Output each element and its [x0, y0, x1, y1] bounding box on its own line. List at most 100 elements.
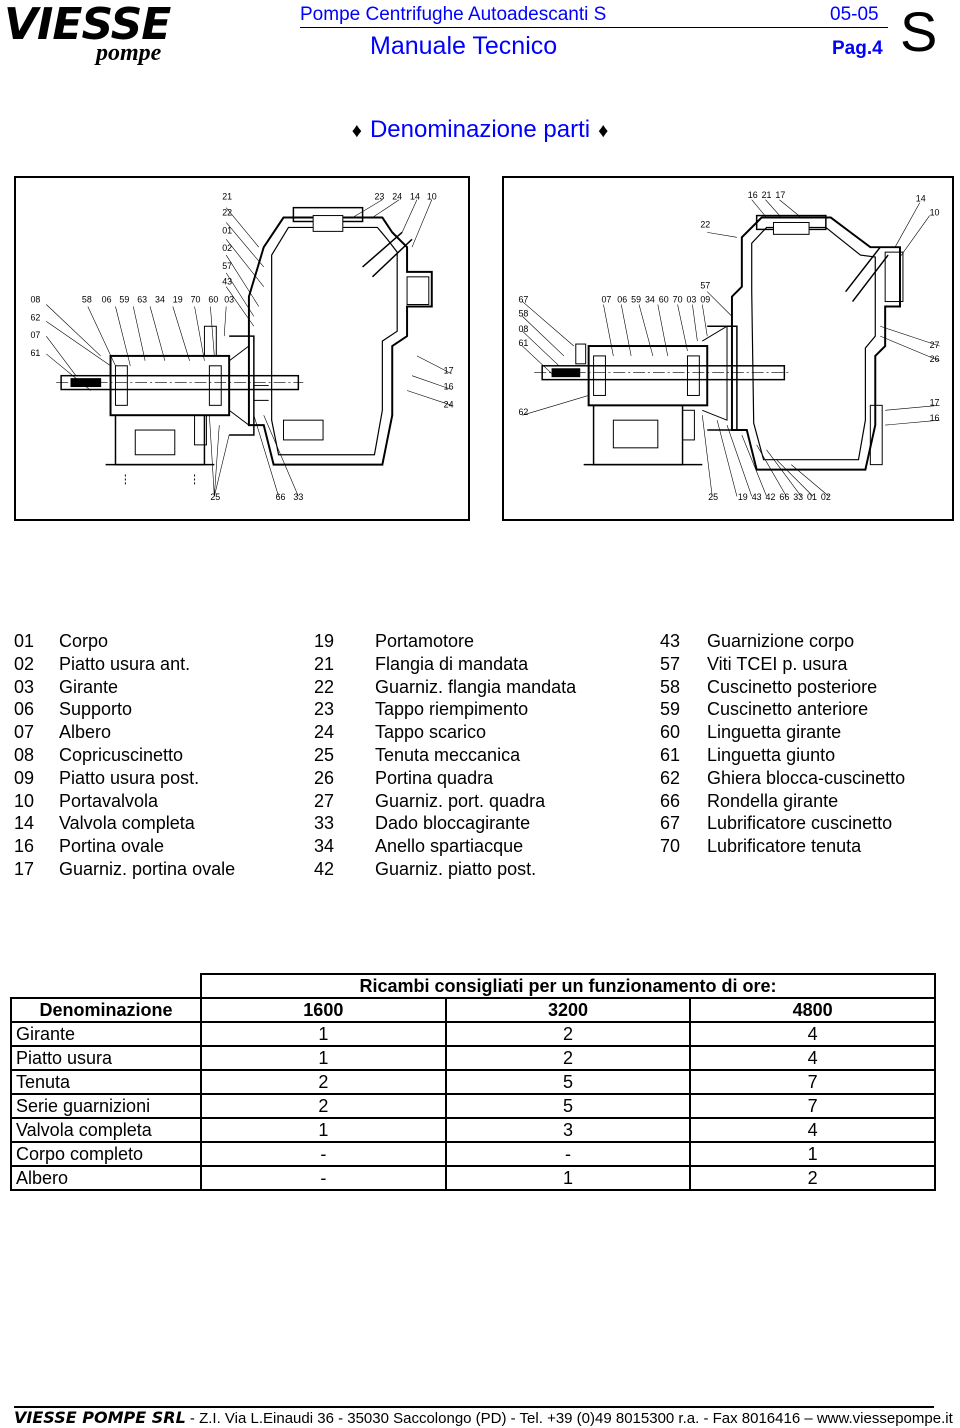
part-name: Tappo scarico — [375, 722, 487, 743]
table-cell: 2 — [689, 1165, 936, 1191]
part-number: 01 — [14, 631, 35, 651]
callout-label: 10 — [427, 192, 437, 202]
table-cell: - — [200, 1165, 447, 1191]
row-label: Valvola completa — [10, 1117, 202, 1143]
part-number: 23 — [314, 699, 335, 720]
callout-label: 07 — [601, 295, 611, 305]
part-name: Cuscinetto posteriore — [707, 676, 878, 697]
table-cell: 1 — [200, 1117, 447, 1143]
part-number: 16 — [14, 836, 35, 857]
spare-parts-table: Ricambi consigliati per un funzionamento… — [10, 973, 936, 1191]
footer-brand: VIESSE POMPE SRL — [14, 1408, 186, 1427]
part-name: Lubrificatore tenuta — [707, 836, 862, 857]
part-name: Piatto usura ant. — [59, 653, 191, 674]
callout-label: 16 — [444, 382, 454, 392]
table-cell: 1 — [689, 1141, 936, 1167]
callout-label: 34 — [155, 295, 165, 305]
part-number: 03 — [14, 676, 35, 697]
table-cell: 4 — [689, 1021, 936, 1047]
series-letter: S — [900, 0, 938, 63]
callout-label: 16 — [930, 413, 940, 423]
part-name: Guarniz. port. quadra — [375, 790, 546, 811]
part-number: 67 — [660, 813, 681, 834]
callout-label: 06 — [102, 295, 112, 305]
callout-label: 70 — [673, 295, 683, 305]
part-name: Guarnizione corpo — [707, 631, 855, 651]
callout-label: 17 — [444, 366, 454, 376]
part-name: Ghiera blocca-cuscinetto — [707, 767, 906, 788]
callout-label: 27 — [930, 340, 940, 350]
part-number: 07 — [14, 722, 35, 743]
callout-label: 17 — [775, 190, 785, 200]
part-name: Guarniz. portina ovale — [59, 858, 236, 879]
callout-label: 03 — [686, 295, 696, 305]
callout-label: 70 — [191, 295, 201, 305]
part-number: 57 — [660, 653, 681, 674]
table-cell: 2 — [200, 1069, 447, 1095]
callout-label: 08 — [30, 295, 40, 305]
callout-label: 21 — [222, 192, 232, 202]
callout-label: 57 — [700, 281, 710, 291]
part-number: 59 — [660, 699, 681, 720]
part-name: Portina quadra — [375, 767, 494, 788]
table-header: 3200 — [444, 997, 692, 1023]
part-name: Rondella girante — [707, 790, 839, 811]
part-row: 03 Girante — [14, 676, 235, 699]
part-name: Girante — [59, 676, 119, 697]
table-corner — [11, 974, 201, 998]
part-name: Guarniz. flangia mandata — [375, 676, 577, 697]
part-number: 60 — [660, 722, 681, 743]
diamond-icon: ♦ — [351, 120, 362, 142]
section-title-text: Denominazione parti — [369, 116, 591, 143]
callout-label: 22 — [700, 219, 710, 229]
part-number: 62 — [660, 767, 681, 788]
part-number: 24 — [314, 722, 335, 743]
callout-label: 19 — [738, 492, 748, 502]
callout-label: 63 — [137, 295, 147, 305]
row-label: Tenuta — [10, 1069, 202, 1095]
logo-subtitle: pompe — [96, 40, 162, 66]
part-name: Portavalvola — [59, 790, 159, 811]
callout-label: 66 — [779, 492, 789, 502]
callout-label: 60 — [659, 295, 669, 305]
document-date: 05-05 — [830, 4, 879, 25]
logo-wordmark: VIESSE — [4, 0, 171, 50]
part-number: 70 — [660, 836, 681, 857]
part-number: 61 — [660, 744, 681, 765]
header-divider — [300, 27, 888, 28]
part-number: 14 — [14, 813, 35, 834]
table-cell: 1 — [200, 1045, 447, 1071]
table-header: 1600 — [200, 997, 447, 1023]
part-name: Valvola completa — [59, 813, 195, 834]
table-cell: 2 — [200, 1093, 447, 1119]
row-label: Albero — [10, 1165, 202, 1191]
table-cell: 7 — [689, 1093, 936, 1119]
callout-label: 03 — [224, 295, 234, 305]
table-cell: 1 — [200, 1021, 447, 1047]
callout-label: 16 — [748, 190, 758, 200]
part-row: 14 Valvola completa — [14, 812, 235, 835]
callout-label: 33 — [793, 492, 803, 502]
callout-label: 01 — [807, 492, 817, 502]
callout-label: 23 — [374, 192, 384, 202]
part-number: 33 — [314, 813, 335, 834]
footer-address: - Z.I. Via L.Einaudi 36 - 35030 Saccolon… — [185, 1410, 953, 1427]
